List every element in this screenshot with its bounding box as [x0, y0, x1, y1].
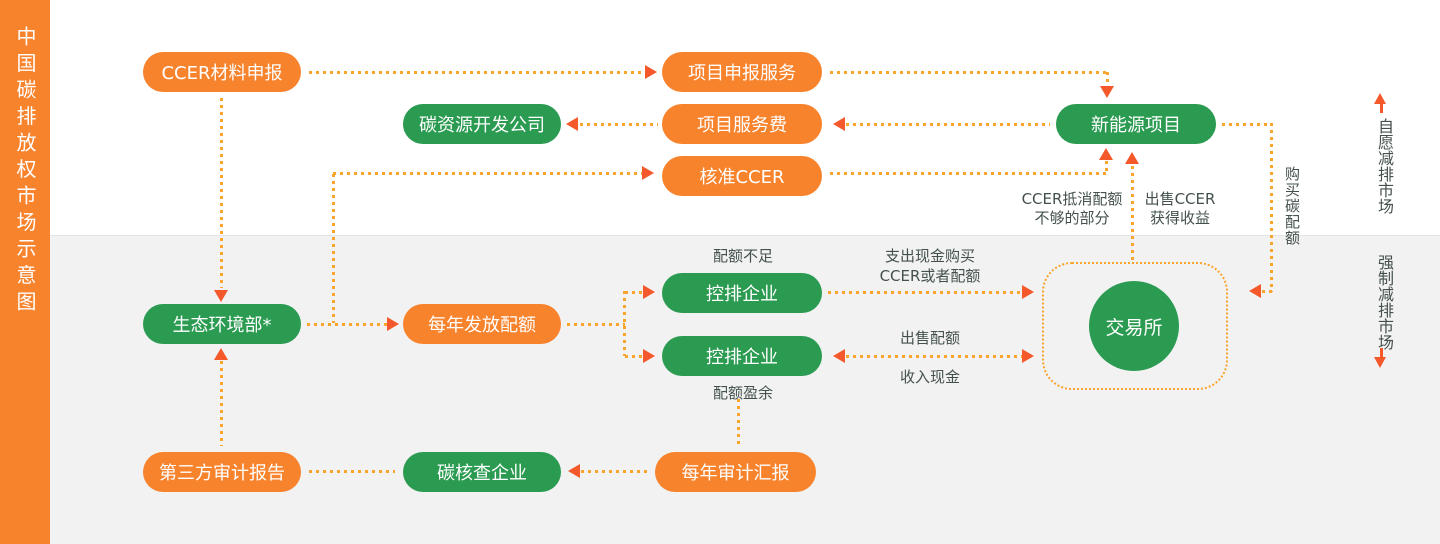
- label-voluntary-market: 自愿减排市场: [1375, 118, 1394, 214]
- edge-project-apply-to-new-energy: [830, 71, 1108, 74]
- node-carbon-verifier: 碳核查企业: [403, 452, 561, 492]
- node-annual-audit: 每年审计汇报: [655, 452, 816, 492]
- diagram-title: 中国碳排放权市场示意图: [13, 26, 37, 318]
- edge-quota-surplus-to-annual-audit: [737, 399, 740, 445]
- label-sell-ccer-line2: 获得收益: [1149, 209, 1211, 227]
- edge-verifier-to-third-party: [309, 470, 395, 473]
- arrowhead-right-icon: [387, 317, 399, 331]
- arrowhead-left-icon: [566, 117, 578, 131]
- arrowhead-left-icon: [1249, 284, 1261, 298]
- mandatory-market-down-arrow-icon: [1374, 357, 1386, 368]
- edge-ccer-material-to-project-apply: [309, 71, 645, 74]
- arrowhead-right-icon: [1022, 285, 1034, 299]
- edge-new-energy-to-exchange-drop: [1270, 123, 1273, 292]
- arrowhead-left-icon: [833, 349, 845, 363]
- label-ccer-offset: CCER抵消配额 不够的部分: [1022, 190, 1123, 228]
- arrowhead-right-icon: [643, 285, 655, 299]
- edge-moee-to-annual-quota: [307, 323, 387, 326]
- arrowhead-right-icon: [643, 349, 655, 363]
- voluntary-market-up-arrow-icon: [1374, 93, 1386, 104]
- edge-project-apply-to-new-energy-drop: [1106, 72, 1109, 86]
- label-pay-cash-line2: CCER或者配额: [879, 267, 981, 285]
- arrowhead-down-icon: [214, 290, 228, 302]
- label-ccer-offset-line1: CCER抵消配额: [1021, 190, 1123, 208]
- label-income-cash: 收入现金: [899, 368, 961, 386]
- node-emitter-lower: 控排企业: [662, 336, 822, 376]
- arrowhead-right-icon: [642, 166, 654, 180]
- edge-third-party-to-moee: [220, 361, 223, 446]
- label-sell-ccer-line1: 出售CCER: [1144, 190, 1216, 208]
- label-quota-short: 配额不足: [712, 247, 774, 265]
- label-pay-cash: 支出现金购买 CCER或者配额: [880, 246, 981, 286]
- edge-moee-branch-riser: [332, 174, 335, 323]
- edge-approved-ccer-to-new-energy-riser: [1105, 161, 1108, 174]
- edge-annual-quota-out: [567, 323, 625, 326]
- arrowhead-up-icon: [1125, 152, 1139, 164]
- exchange-boundary-box: [1042, 262, 1228, 390]
- edge-annual-quota-to-emitter-upper: [625, 291, 643, 294]
- node-ccer-material: CCER材料申报: [143, 52, 301, 92]
- label-pay-cash-line1: 支出现金购买: [884, 247, 976, 265]
- sidebar: 中国碳排放权市场示意图: [0, 0, 50, 544]
- node-approved-ccer: 核准CCER: [662, 156, 822, 196]
- node-moee: 生态环境部*: [143, 304, 301, 344]
- edge-approved-ccer-to-new-energy: [830, 172, 1107, 175]
- arrowhead-up-icon: [1099, 148, 1113, 160]
- arrowhead-right-icon: [1022, 349, 1034, 363]
- arrowhead-right-icon: [645, 65, 657, 79]
- label-sell-ccer: 出售CCER 获得收益: [1145, 190, 1216, 228]
- arrowhead-left-icon: [568, 464, 580, 478]
- arrowhead-up-icon: [214, 348, 228, 360]
- label-mandatory-market: 强制减排市场: [1375, 254, 1394, 350]
- edge-new-energy-to-project-fee: [846, 123, 1050, 126]
- node-project-fee: 项目服务费: [662, 104, 822, 144]
- edge-annual-quota-split: [623, 291, 626, 356]
- node-new-energy: 新能源项目: [1056, 104, 1216, 144]
- edge-moee-to-approved-ccer: [333, 172, 642, 175]
- node-project-apply: 项目申报服务: [662, 52, 822, 92]
- edge-new-energy-to-exchange-top: [1222, 123, 1272, 126]
- edge-annual-audit-to-verifier: [581, 470, 649, 473]
- edge-annual-quota-to-emitter-lower: [625, 355, 643, 358]
- label-buy-quota: 购买碳配额: [1283, 166, 1301, 246]
- node-exchange: 交易所: [1089, 281, 1179, 371]
- edge-emitter-upper-to-exchange: [828, 291, 1022, 294]
- mandatory-market-arrow-stem: [1380, 348, 1383, 358]
- label-sell-quota: 出售配额: [899, 329, 961, 347]
- edge-emitter-lower-exchange-bidirectional: [846, 355, 1022, 358]
- edge-project-fee-to-carbon-dev: [580, 123, 658, 126]
- node-annual-quota: 每年发放配额: [403, 304, 561, 344]
- node-emitter-upper: 控排企业: [662, 273, 822, 313]
- edge-exchange-to-new-energy: [1131, 166, 1134, 262]
- label-quota-surplus: 配额盈余: [712, 384, 774, 402]
- edge-new-energy-to-exchange-end: [1262, 290, 1272, 293]
- node-carbon-dev: 碳资源开发公司: [403, 104, 561, 144]
- arrowhead-left-icon: [833, 117, 845, 131]
- arrowhead-down-icon: [1100, 86, 1114, 98]
- node-third-party-report: 第三方审计报告: [143, 452, 301, 492]
- edge-ccer-material-to-moee: [220, 98, 223, 288]
- voluntary-market-arrow-stem: [1380, 103, 1383, 113]
- label-ccer-offset-line2: 不够的部分: [1034, 209, 1110, 227]
